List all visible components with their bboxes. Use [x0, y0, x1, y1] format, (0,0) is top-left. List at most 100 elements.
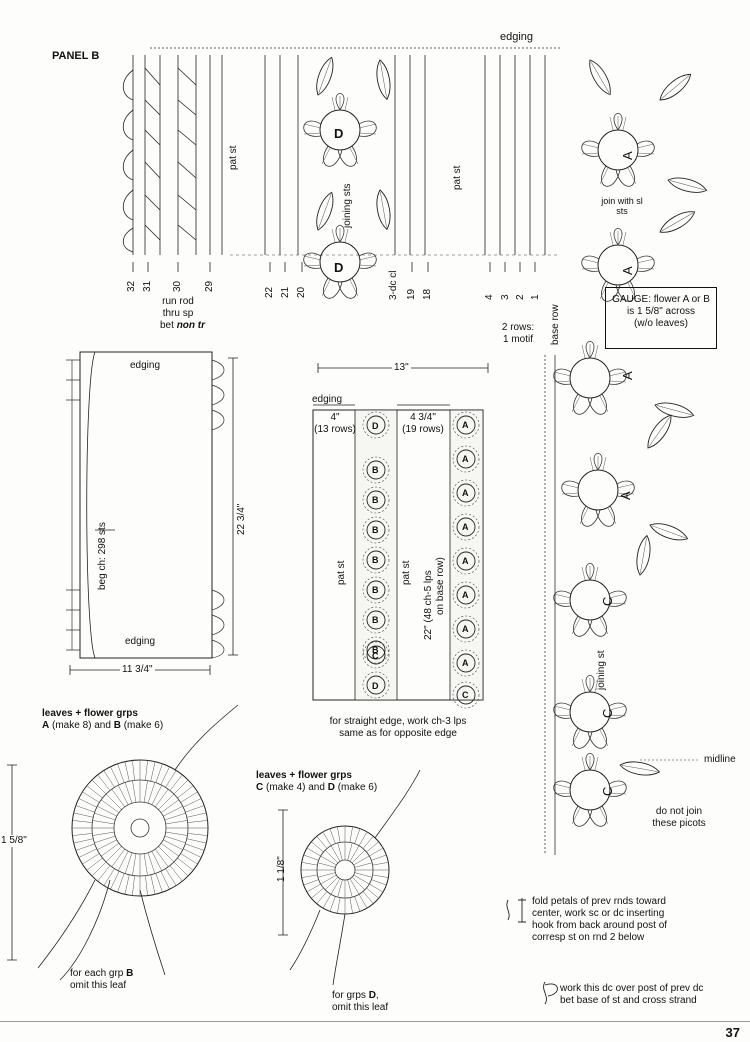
stitch-ray [354, 828, 361, 844]
stitch-ray [92, 831, 115, 836]
row-3-label: 3 [500, 294, 511, 300]
leaves-ab-title: leaves + flower grps [42, 708, 138, 719]
fold-line-2: center, work sc or dc inserting [532, 908, 665, 919]
legend-symbols [506, 898, 558, 1005]
for-grps-d-letter: D [368, 990, 376, 1001]
stitch-ray [165, 868, 177, 886]
three-dc-cl-label: 3-dc cl [388, 270, 399, 300]
stitch-ray [145, 760, 148, 781]
leaves-cd-title: leaves + flower grps [256, 770, 352, 781]
joining-st-label: joining st [596, 650, 607, 690]
stitch-ray [94, 812, 116, 821]
stitch-ray [347, 842, 353, 861]
row-1-label: 1 [530, 294, 541, 300]
stitch-ray [187, 820, 208, 823]
stitch-ray [117, 873, 125, 893]
stitch-ray [132, 760, 135, 781]
stitch-ray [155, 873, 163, 893]
stitch-ray [151, 851, 163, 871]
stitch-ray [320, 855, 337, 866]
stitch-ray [143, 780, 148, 803]
stitch-ray [86, 785, 103, 799]
stitch-ray [187, 833, 208, 836]
stitch-ray [351, 850, 365, 864]
run-rod-line-2: thru sp [162, 308, 194, 319]
stitch-ray [301, 874, 318, 878]
stitch-ray [177, 857, 194, 871]
stitch-ray [353, 855, 370, 866]
leaves-cd-d-rest: (make 6) [334, 782, 378, 793]
dim-22-line-1: 22" (48 ch-5 lps [423, 570, 434, 640]
for-each-b-letter: B [126, 968, 134, 979]
fold-line-3: hook from back around post of [532, 920, 668, 931]
stitch-ray [303, 854, 319, 861]
stitch-ray [358, 831, 368, 846]
dim-1-58: 1 5/8" [0, 835, 28, 847]
stitch-ray [160, 799, 179, 813]
leaves-cd-subtitle: C (make 4) and D (make 6) [256, 782, 377, 794]
stitch-ray [320, 874, 337, 885]
stitch-ray [103, 868, 115, 886]
stitch-ray [317, 862, 336, 868]
stitch-ray [186, 812, 207, 818]
stitch-ray [163, 805, 183, 817]
run-rod-non-tr: non tr [176, 320, 206, 331]
stitch-ray [317, 872, 336, 878]
run-rod-line-1: run rod [162, 296, 194, 307]
motif-letter-b: B [372, 495, 379, 505]
stitch-ray [173, 779, 189, 795]
strip-c-label-3: C [600, 786, 615, 796]
stitch-ray [330, 878, 341, 895]
stitch-ray [316, 891, 328, 904]
motif-letter-a: A [462, 454, 469, 464]
stitch-ray [311, 841, 324, 853]
stitch-ray [105, 793, 122, 810]
for-each-b-line-1: for each grp B [70, 968, 133, 980]
page-footer-rule [0, 1021, 750, 1022]
panel-schematic [312, 363, 489, 709]
panel-pat-st-1: pat st [336, 560, 347, 585]
row-22-label: 22 [264, 286, 275, 298]
motif-letter-a: A [462, 488, 469, 498]
row-4-label: 4 [484, 294, 495, 300]
for-each-b-text: for each grp [70, 968, 127, 979]
stitch-ray [155, 789, 169, 808]
stitch-ray [349, 845, 360, 862]
stitch-ray [369, 883, 384, 893]
stitch-ray [165, 770, 177, 788]
stitch-ray [97, 774, 111, 791]
stitch-ray [78, 848, 97, 858]
leaves-ab-b: B [113, 720, 121, 731]
strip-a-label-1: A [620, 371, 635, 380]
work-dc-line-1: work this dc over post of prev dc [560, 983, 704, 994]
run-rod-line-3-wrap: bet non tr [160, 320, 205, 332]
stitch-ray [164, 835, 186, 844]
stitch-ray [78, 798, 97, 808]
joining-sts-label: joining sts [342, 183, 353, 228]
row-32-label: 32 [126, 280, 137, 292]
motif-letter-a: A [462, 624, 469, 634]
gauge-line-1: GAUGE: flower A or B [612, 294, 710, 305]
leaves-ab-a-rest: (make 8) and [49, 720, 114, 731]
pat-st-label-2: pat st [452, 165, 463, 190]
stitch-ray [358, 894, 368, 909]
stitch-ray [155, 848, 169, 867]
stitch-ray [111, 848, 125, 867]
stitch-ray [362, 891, 374, 904]
stitch-ray [72, 820, 93, 823]
leaf-flower-group-cd [278, 769, 421, 986]
straight-edge-line-1: for straight edge, work ch-3 lps [329, 716, 467, 727]
two-rows-line-1: 2 rows: [501, 322, 535, 333]
motif-letter-c: C [372, 651, 379, 661]
stitch-ray [330, 845, 341, 862]
base-row-label: base row [550, 304, 561, 345]
work-dc-line-2: bet base of st and cross strand [560, 995, 697, 1006]
stitch-ray [185, 843, 205, 851]
stitch-ray [158, 846, 175, 863]
stitch-ray [97, 805, 117, 817]
do-not-join-line-1: do not join [655, 806, 703, 817]
stitch-ray [372, 874, 389, 878]
stitch-ray [362, 836, 374, 849]
